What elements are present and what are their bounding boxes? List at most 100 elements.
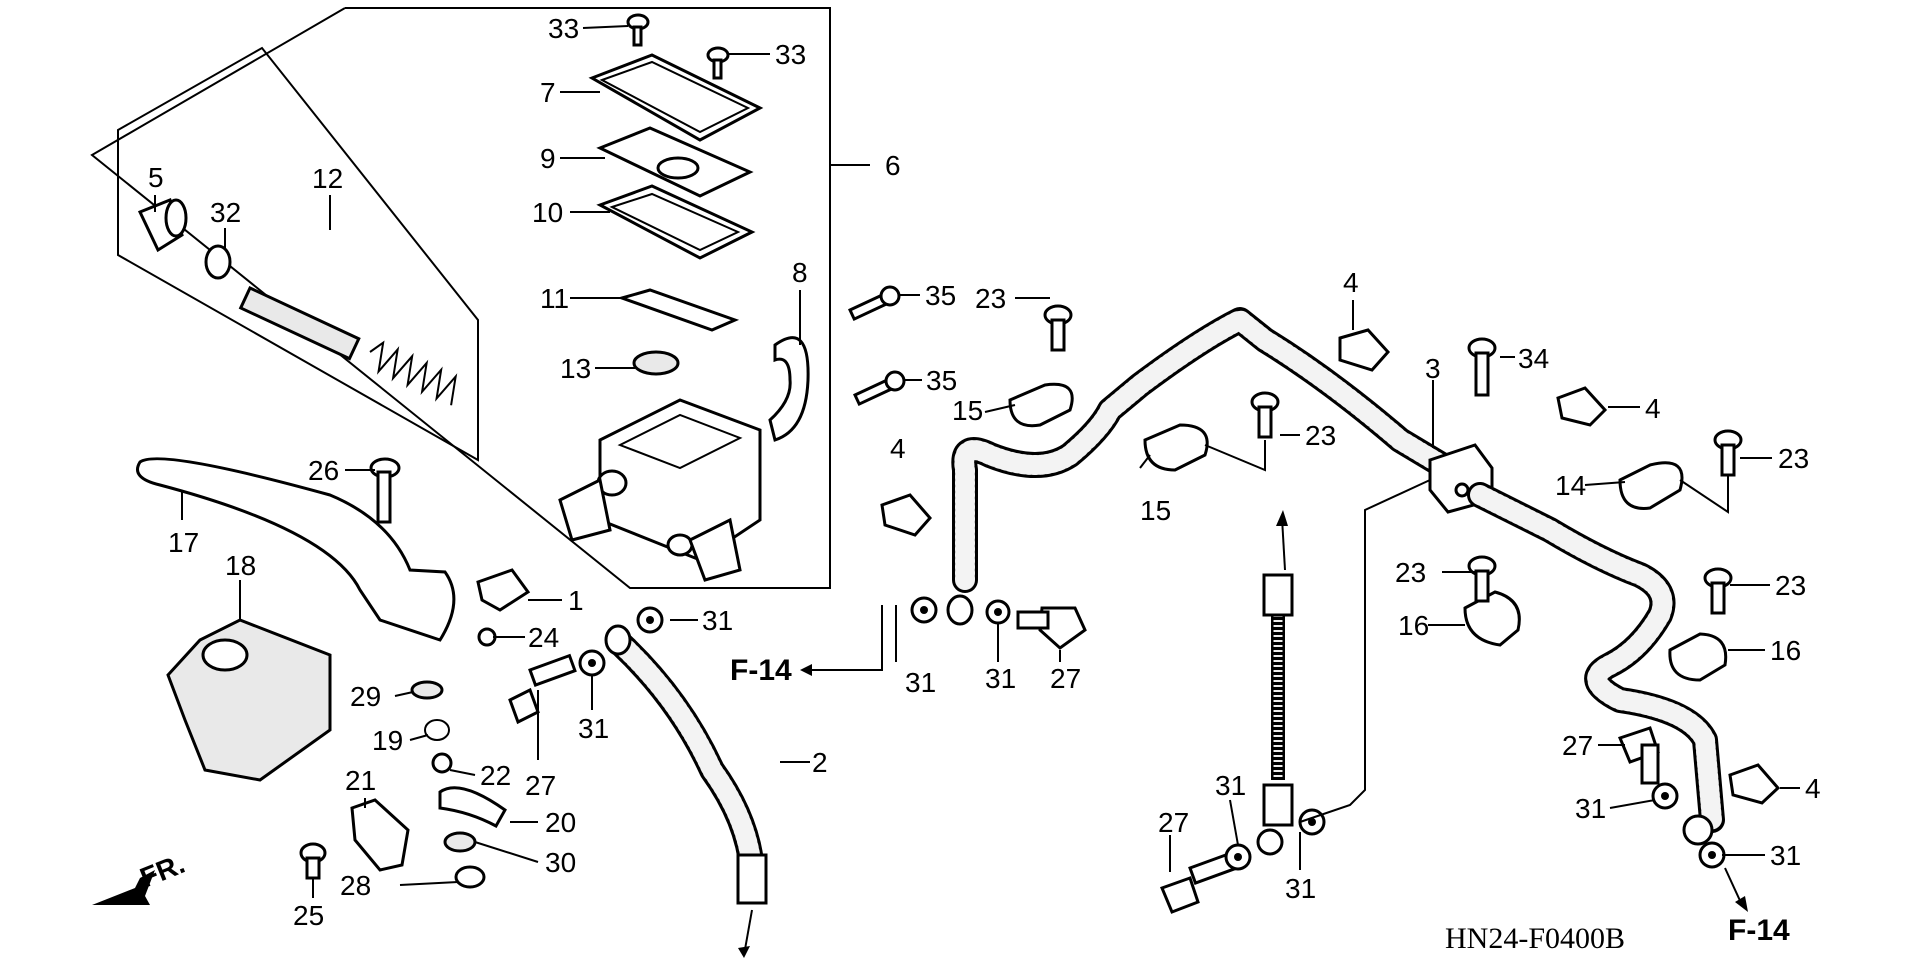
callout-23c: 23	[1778, 443, 1809, 474]
ref-label-right: F-14	[1728, 914, 1790, 947]
washer-31a	[636, 606, 664, 634]
callout-31h: 31	[1770, 840, 1801, 871]
washer-31h	[1698, 841, 1726, 869]
callout-27c: 27	[1158, 807, 1189, 838]
callout-25: 25	[293, 900, 324, 931]
ref-arrow-right	[1735, 896, 1748, 912]
bolt-27-bottom	[1160, 851, 1237, 914]
callout-23d: 23	[1395, 557, 1426, 588]
bolt-27-mid	[1016, 606, 1087, 650]
callout-4c: 4	[890, 433, 906, 464]
pivot-20	[438, 786, 507, 829]
callout-27d: 27	[1562, 730, 1593, 761]
callout-19: 19	[372, 725, 403, 756]
callout-31d: 31	[985, 663, 1016, 694]
clamp-15b	[1143, 423, 1209, 472]
callout-35a: 35	[925, 280, 956, 311]
switch-1	[476, 568, 531, 612]
callout-22: 22	[480, 760, 511, 791]
piston	[238, 286, 361, 361]
callout-7: 7	[540, 77, 556, 108]
washer-31e	[1224, 843, 1252, 871]
callout-20: 20	[545, 807, 576, 838]
bolt-27-right	[1617, 726, 1660, 785]
diagram-code: HN24-F0400B	[1445, 922, 1625, 955]
washer-31d	[985, 599, 1011, 625]
bolt-34	[1467, 337, 1497, 397]
callout-5: 5	[148, 162, 164, 193]
screw-25	[299, 842, 327, 880]
callout-23a: 23	[975, 283, 1006, 314]
callout-16a: 16	[1398, 610, 1429, 641]
callout-17: 17	[168, 527, 199, 558]
callout-35b: 35	[926, 365, 957, 396]
screw-33b	[706, 46, 730, 80]
holder-8	[768, 336, 810, 442]
float-11	[617, 288, 740, 332]
pipe-arrow-up	[1281, 517, 1286, 571]
circlip-32	[204, 244, 232, 280]
callout-3: 3	[1425, 353, 1441, 384]
washer-31b	[578, 649, 606, 677]
boot-5	[137, 198, 188, 253]
clamp-16a	[1463, 590, 1521, 647]
callout-9: 9	[540, 143, 556, 174]
brake-hose-right	[1467, 482, 1725, 846]
hose-eye-left	[946, 594, 974, 626]
callout-23e: 23	[1775, 570, 1806, 601]
callout-27a: 27	[525, 770, 556, 801]
callout-15b: 15	[1140, 495, 1171, 526]
bolt-23a	[1043, 304, 1073, 352]
callout-34: 34	[1518, 343, 1549, 374]
ref-label-left: F-14	[730, 654, 792, 687]
spring-19	[424, 719, 450, 741]
callout-31f: 31	[1285, 873, 1316, 904]
callout-12: 12	[312, 163, 343, 194]
bolt-23e	[1703, 567, 1733, 615]
clamp-4c	[880, 493, 932, 537]
assembly-outline-12	[117, 46, 479, 462]
nut-28	[454, 865, 486, 889]
callout-24: 24	[528, 622, 559, 653]
brake-hose-upper	[951, 307, 1463, 593]
callout-33b: 33	[775, 39, 806, 70]
clamp-15a	[1008, 382, 1074, 428]
callout-13: 13	[560, 353, 591, 384]
callout-29: 29	[350, 681, 381, 712]
screw-33a	[626, 13, 650, 47]
callout-28: 28	[340, 870, 371, 901]
washer-31f	[1298, 808, 1326, 836]
callout-31a: 31	[702, 605, 733, 636]
clamp-4d	[1728, 763, 1781, 805]
washer-31c	[910, 596, 938, 624]
callout-30: 30	[545, 847, 576, 878]
diaphragm-10	[596, 184, 756, 260]
bolt-27-center	[508, 653, 577, 725]
callout-31g: 31	[1575, 793, 1606, 824]
hose-2	[604, 624, 768, 905]
callout-18: 18	[225, 550, 256, 581]
clamp-16b	[1668, 632, 1728, 682]
screw-24	[477, 627, 497, 647]
brake-pipe-lower	[1256, 573, 1294, 856]
callout-4b: 4	[1645, 393, 1661, 424]
washer-31g	[1651, 782, 1679, 810]
callout-11: 11	[540, 283, 569, 314]
callout-2: 2	[812, 747, 828, 778]
callout-33a: 33	[548, 13, 579, 44]
bolt-23d	[1467, 555, 1497, 603]
callout-16b: 16	[1770, 635, 1801, 666]
lever-cover-18	[166, 618, 332, 782]
callout-15a: 15	[952, 395, 983, 426]
bolt-23c	[1713, 429, 1743, 477]
collar-22	[431, 752, 453, 774]
washer-29	[410, 680, 444, 700]
callout-6: 6	[885, 150, 901, 181]
callout-26: 26	[308, 455, 339, 486]
callout-23b: 23	[1305, 420, 1336, 451]
washer-30	[443, 831, 477, 853]
callout-31b: 31	[578, 713, 609, 744]
master-cylinder-body	[558, 398, 762, 582]
callout-4a: 4	[1343, 267, 1359, 298]
